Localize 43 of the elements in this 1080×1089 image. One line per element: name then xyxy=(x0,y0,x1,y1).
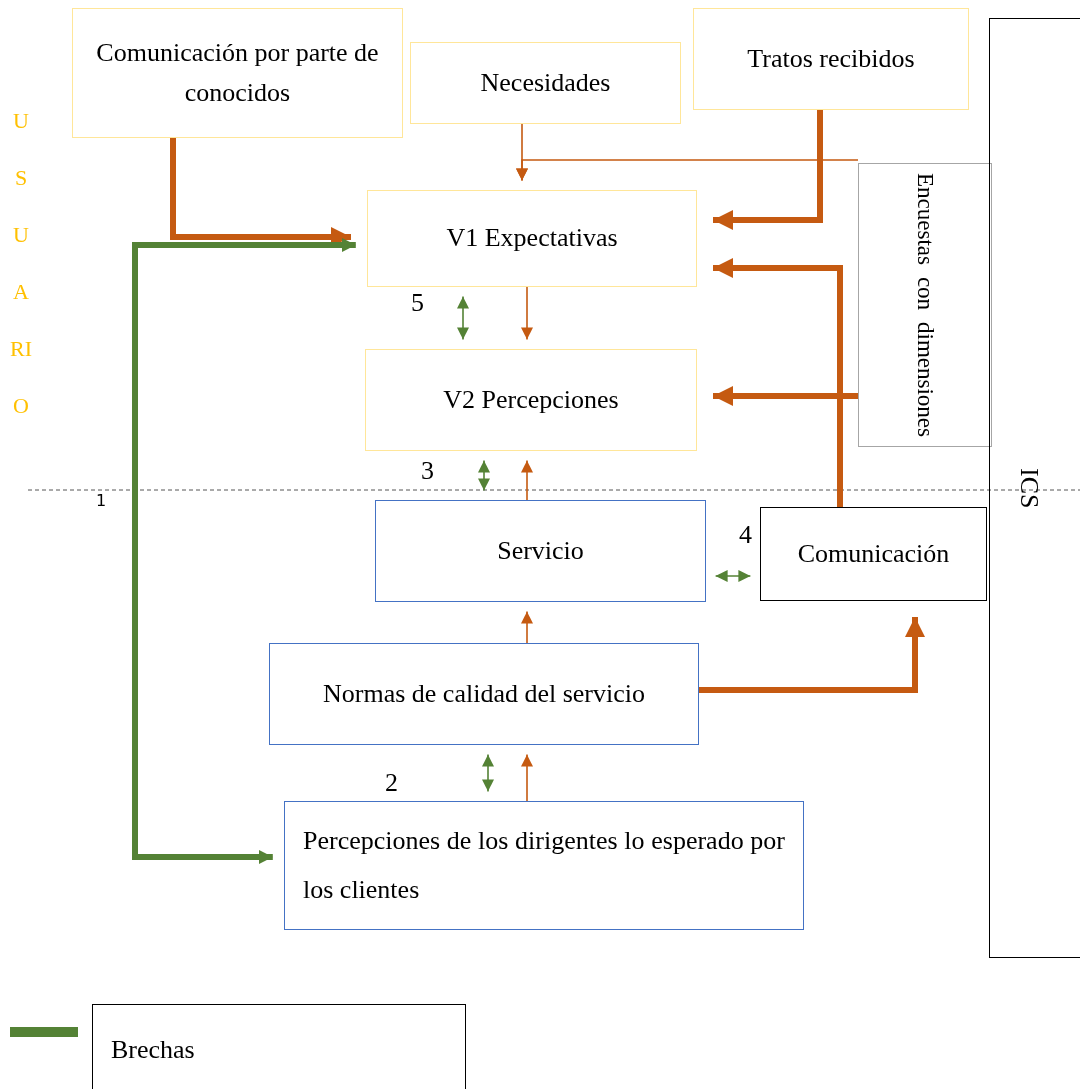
gap-number: 4 xyxy=(739,520,752,550)
box-label: Comunicación por parte de conocidos xyxy=(95,36,380,109)
arrow xyxy=(516,159,859,182)
arrow xyxy=(521,459,533,501)
survey-box xyxy=(858,163,992,447)
process-box xyxy=(269,643,699,745)
process-box xyxy=(72,8,403,138)
arrow xyxy=(457,295,469,341)
arrow xyxy=(713,386,858,406)
process-box xyxy=(365,349,697,451)
box-label: V2 Percepciones xyxy=(443,383,619,416)
legend-label: Brechas xyxy=(111,1035,195,1065)
box-label: Percepciones de los dirigentes lo esperado por los clientes xyxy=(303,825,785,906)
process-box xyxy=(760,507,987,601)
process-box xyxy=(410,42,681,124)
arrow xyxy=(713,258,843,507)
box-label: Tratos recibidos xyxy=(747,42,915,75)
box-label: Necesidades xyxy=(480,66,611,99)
box-label: Servicio xyxy=(497,534,584,567)
arrow xyxy=(132,238,356,864)
arrow xyxy=(478,459,490,492)
process-box xyxy=(284,801,804,930)
vertical-text: Encuestas con dimensiones xyxy=(911,173,939,437)
gap-number: 5 xyxy=(411,288,424,318)
box-label: Normas de calidad del servicio xyxy=(323,677,645,710)
gap-number: 1 xyxy=(96,491,107,510)
gap-number: 2 xyxy=(385,768,398,798)
gap-number: 3 xyxy=(421,456,434,486)
arrow xyxy=(714,570,752,582)
arrow xyxy=(713,110,823,230)
side-panel xyxy=(989,18,1080,958)
process-box xyxy=(367,190,697,287)
vertical-label: USUARIO xyxy=(10,107,32,420)
process-box xyxy=(693,8,969,110)
arrow xyxy=(482,753,494,793)
box-label: Comunicación xyxy=(797,537,950,570)
arrow xyxy=(521,610,533,644)
arrow xyxy=(521,286,533,341)
box-label: V1 Expectativas xyxy=(446,222,618,255)
arrow xyxy=(521,753,533,802)
arrow xyxy=(699,617,925,693)
vertical-text: ICS xyxy=(1014,467,1045,509)
process-box xyxy=(375,500,706,602)
